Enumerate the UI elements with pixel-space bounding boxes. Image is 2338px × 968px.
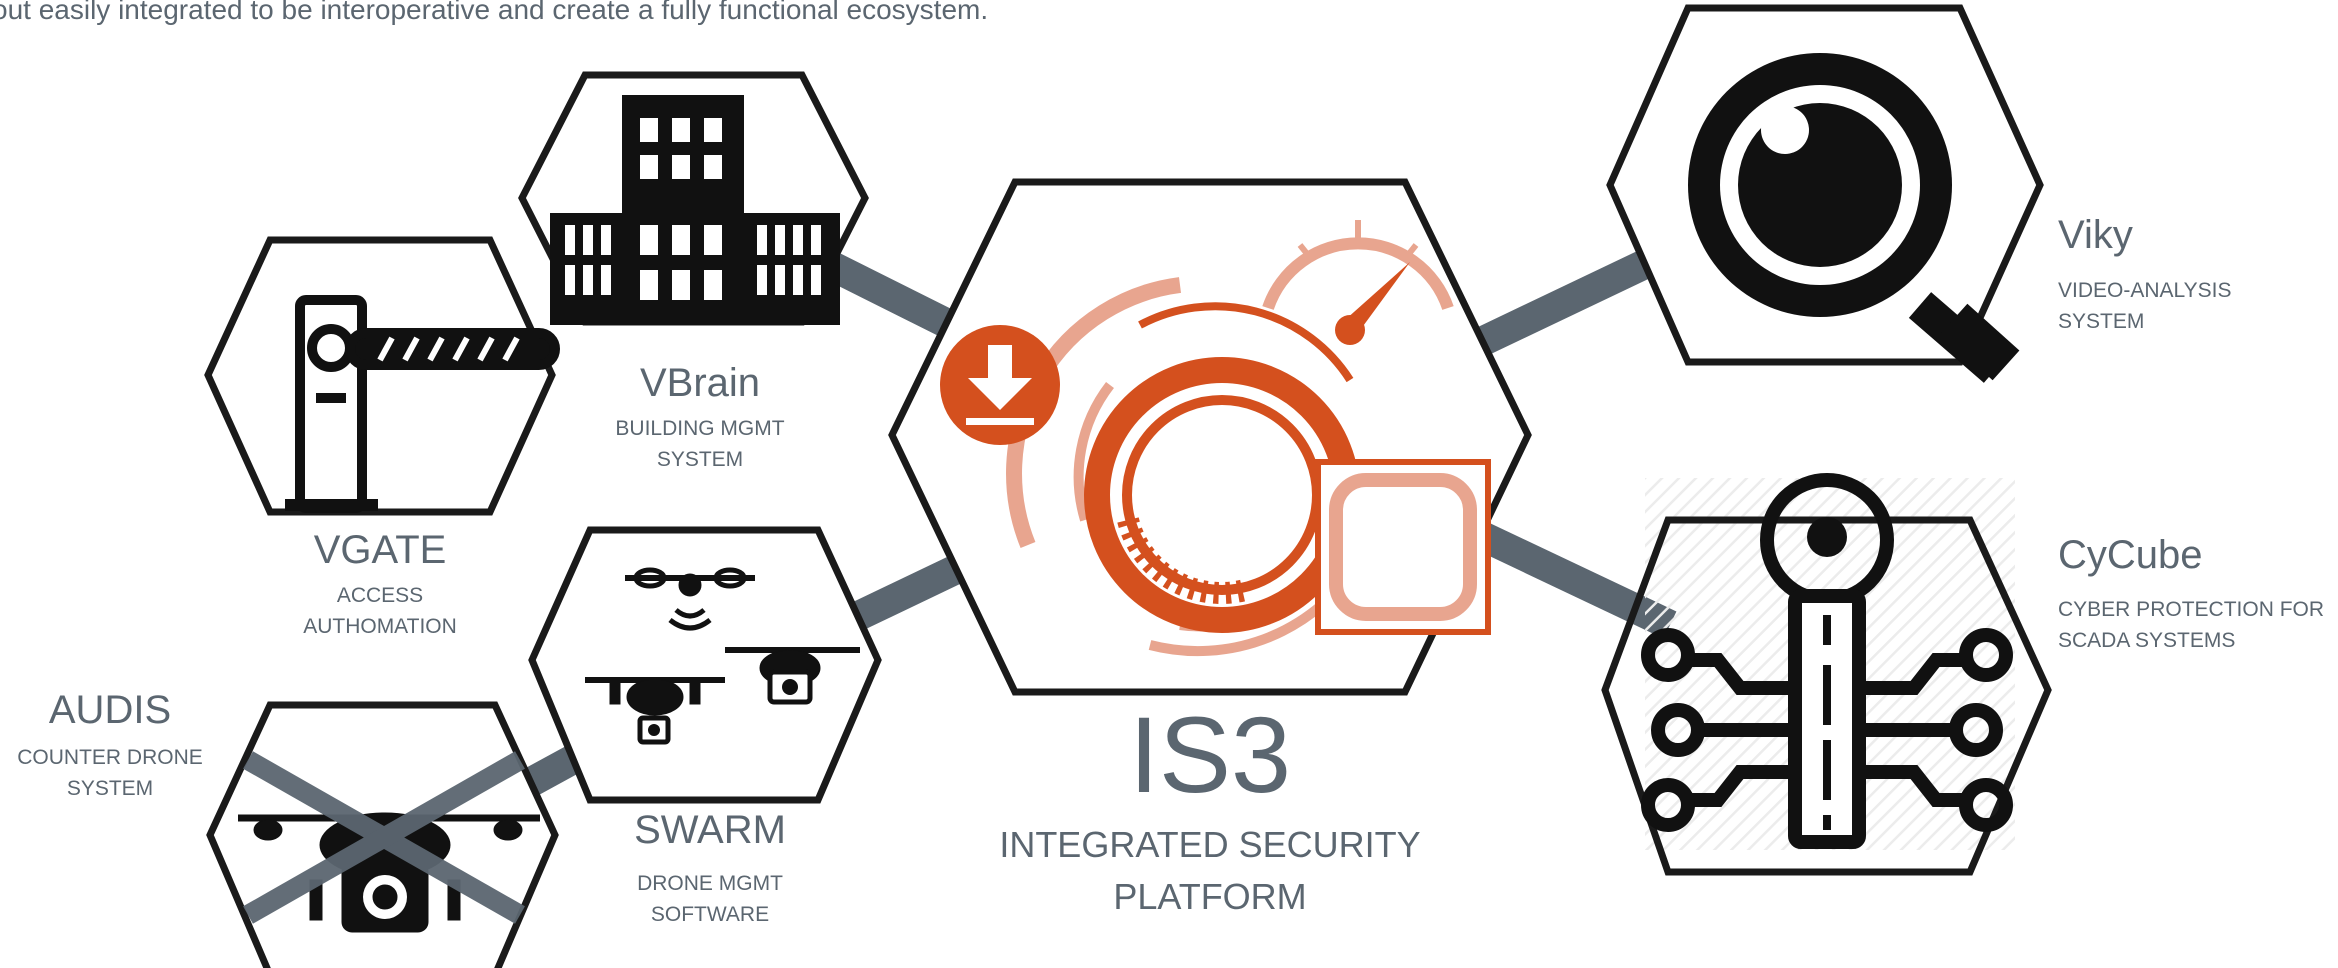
cycube-desc-line2: SCADA SYSTEMS — [2058, 629, 2236, 652]
cycube-desc-line1: CYBER PROTECTION FOR — [2058, 598, 2325, 621]
center-subtitle-line2: PLATFORM — [1113, 876, 1307, 917]
intro-text: out easily integrated to be interoperati… — [0, 0, 989, 25]
building-icon — [550, 95, 840, 325]
connector-swarm — [843, 551, 972, 634]
vbrain-desc-line1: BUILDING MGMT — [615, 417, 785, 440]
audis-node — [206, 701, 559, 968]
vgate-desc-line2: AUTHOMATION — [303, 615, 457, 638]
platform-dashboard-icon — [940, 220, 1491, 657]
center-title: IS3 — [1128, 694, 1292, 815]
audis-desc-line2: SYSTEM — [66, 777, 154, 800]
viky-desc-line1: VIDEO-ANALYSIS — [2058, 279, 2232, 302]
cycube-hexagon — [1601, 516, 2052, 876]
swarm-node — [528, 526, 882, 804]
cycube-node — [1601, 473, 2052, 876]
swarm-hexagon — [528, 526, 882, 804]
connector-viky — [1468, 238, 1677, 359]
vgate-desc-line1: ACCESS — [336, 584, 424, 607]
center-subtitle-line1: INTEGRATED SECURITY — [999, 824, 1421, 865]
vbrain-title: VBrain — [639, 361, 761, 405]
vbrain-desc-line2: SYSTEM — [656, 448, 744, 471]
cycube-title: CyCube — [2058, 533, 2203, 577]
audis-desc-line1: COUNTER DRONE — [17, 746, 203, 769]
center-node — [888, 178, 1532, 696]
circuit-key-icon — [1641, 473, 2013, 849]
viky-desc-line2: SYSTEM — [2058, 310, 2145, 333]
audis-title: AUDIS — [48, 688, 172, 732]
magnifier-eye-icon — [1688, 53, 2020, 383]
swarm-desc-line2: SOFTWARE — [650, 903, 770, 926]
connector-vbrain — [823, 251, 957, 339]
vgate-title: VGATE — [313, 528, 447, 572]
vgate-hexagon — [204, 236, 556, 516]
cross-mark — [243, 751, 525, 924]
vbrain-node — [518, 71, 869, 326]
viky-title: Viky — [2058, 213, 2133, 257]
drone-swarm-icon — [585, 567, 860, 745]
swarm-desc-line1: DRONE MGMT — [637, 872, 783, 895]
barrier-gate-icon — [285, 295, 560, 513]
connector-cycube — [1473, 521, 1677, 639]
vgate-node — [204, 236, 560, 516]
viky-node — [1606, 4, 2044, 383]
swarm-title: SWARM — [634, 808, 786, 852]
